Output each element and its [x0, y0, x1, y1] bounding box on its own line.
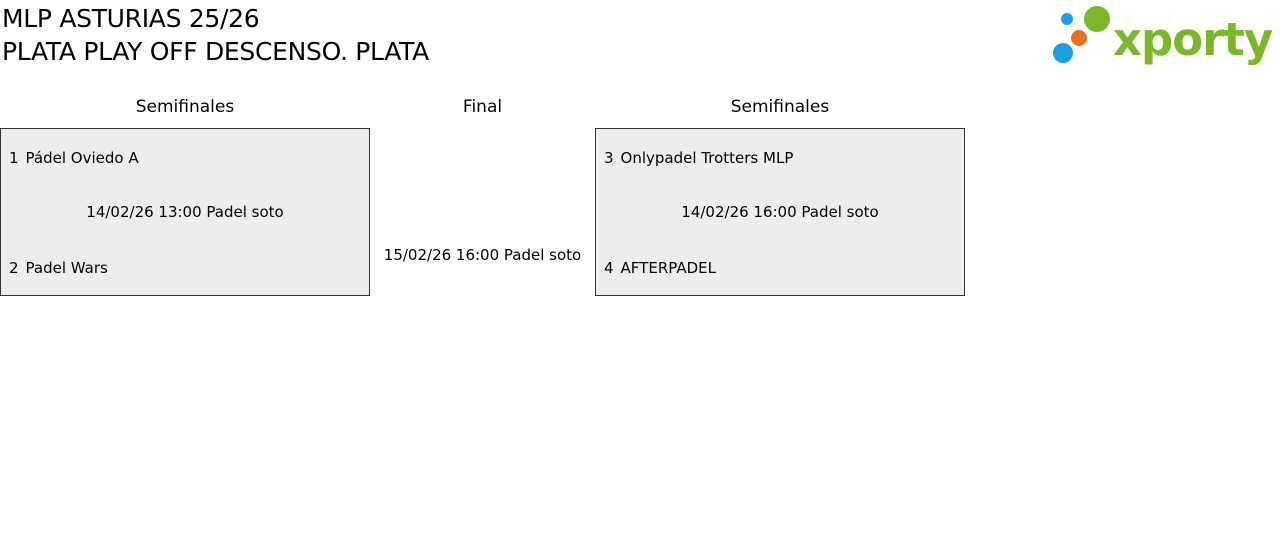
round-header-final: Final — [462, 97, 503, 117]
match-box-semifinal-left[interactable]: 1 Pádel Oviedo A 14/02/26 13:00 Padel sot… — [0, 128, 370, 296]
round-header-semifinal-left: Semifinales — [135, 97, 235, 117]
logo-dot-blue-small — [1061, 13, 1073, 25]
round-header-semifinal-right: Semifinales — [730, 97, 830, 117]
match-box-semifinal-right[interactable]: 3 Onlypadel Trotters MLP 14/02/26 16:00 P… — [595, 128, 965, 296]
logo-dot-green — [1084, 6, 1110, 32]
team-name: Padel Wars — [25, 259, 108, 277]
team-seed: 1 — [9, 149, 19, 167]
team-seed: 2 — [9, 259, 19, 277]
team-name: Onlypadel Trotters MLP — [620, 149, 794, 167]
team-row-3: 3 Onlypadel Trotters MLP — [604, 149, 793, 167]
team-name: Pádel Oviedo A — [25, 149, 139, 167]
team-row-1: 1 Pádel Oviedo A — [9, 149, 139, 167]
match-schedule: 14/02/26 13:00 Padel soto — [86, 203, 284, 221]
xporty-logo: xporty — [1050, 2, 1276, 68]
match-schedule: 14/02/26 16:00 Padel soto — [681, 203, 879, 221]
team-seed: 3 — [604, 149, 614, 167]
team-name: AFTERPADEL — [620, 259, 716, 277]
final-match-schedule: 15/02/26 16:00 Padel soto — [383, 246, 582, 264]
logo-dot-blue-large — [1053, 43, 1073, 63]
team-row-4: 4 AFTERPADEL — [604, 259, 716, 277]
xporty-logo-mark: xporty — [1053, 6, 1274, 66]
logo-dot-orange — [1071, 30, 1087, 46]
team-row-2: 2 Padel Wars — [9, 259, 108, 277]
logo-wordmark: xporty — [1113, 13, 1273, 66]
title-line-1: MLP ASTURIAS 25/26 — [2, 4, 260, 33]
team-seed: 4 — [604, 259, 614, 277]
title-line-2: PLATA PLAY OFF DESCENSO. PLATA — [2, 37, 429, 66]
